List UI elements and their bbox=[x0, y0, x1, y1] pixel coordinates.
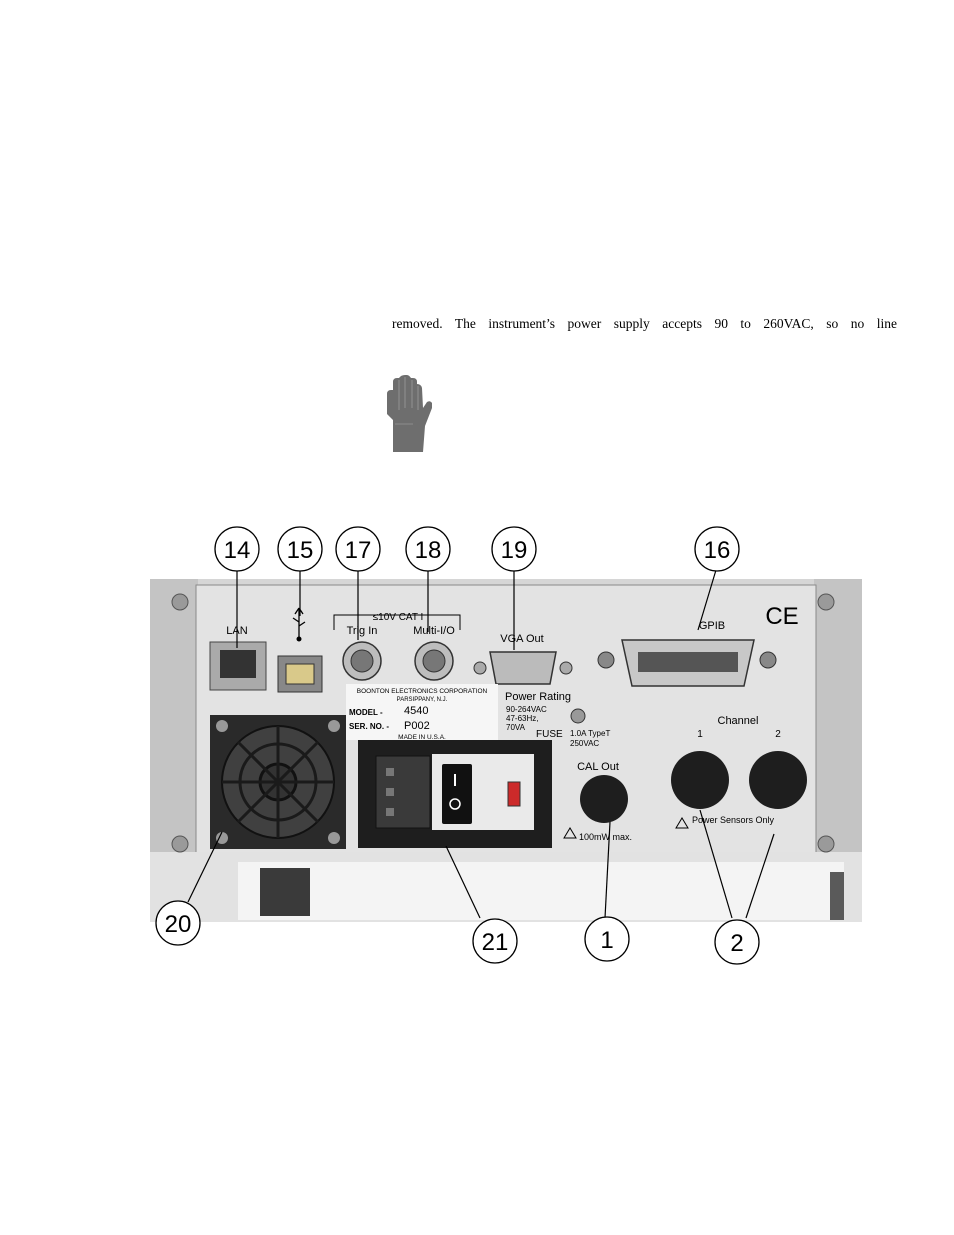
usb-port-socket bbox=[285, 663, 315, 685]
nameplate-serial-label: SER. NO. - bbox=[349, 722, 389, 731]
svg-text:2: 2 bbox=[730, 930, 743, 957]
channel-label: Channel bbox=[718, 715, 759, 727]
nameplate-company: BOONTON ELECTRONICS CORPORATION bbox=[357, 688, 488, 695]
trig-bracket bbox=[333, 614, 461, 630]
fuse-label: FUSE bbox=[536, 729, 563, 740]
ac-inlet-pin bbox=[386, 788, 394, 796]
power-switch-on-mark bbox=[454, 774, 456, 786]
channel-1-connector bbox=[671, 751, 729, 809]
fan-screw bbox=[328, 720, 340, 732]
cal-max-label: 100mW max. bbox=[579, 832, 632, 842]
power-sensors-only-label: Power Sensors Only bbox=[692, 815, 775, 825]
trig-warning-label: ≤10V CAT I bbox=[373, 612, 424, 623]
callout-17: 17 bbox=[335, 526, 381, 572]
nameplate-model-value: 4540 bbox=[404, 705, 428, 717]
fan-screw bbox=[216, 832, 228, 844]
channel-2-label: 2 bbox=[775, 729, 781, 740]
fuse-vac: 250VAC bbox=[570, 739, 599, 748]
callout-1: 1 bbox=[584, 916, 630, 962]
callout-14: 14 bbox=[214, 526, 260, 572]
gpib-screw bbox=[759, 651, 777, 669]
nameplate-city: PARSIPPANY, N.J. bbox=[397, 697, 448, 703]
svg-text:18: 18 bbox=[415, 537, 442, 564]
screw-icon bbox=[171, 593, 189, 611]
trig-in-label: Trig In bbox=[347, 625, 378, 637]
screw-icon bbox=[817, 593, 835, 611]
cal-out-connector bbox=[580, 775, 628, 823]
nameplate bbox=[346, 684, 498, 740]
callout-21: 21 bbox=[472, 918, 518, 964]
right-foot bbox=[830, 872, 844, 920]
callout-15: 15 bbox=[277, 526, 323, 572]
ac-inlet-pin bbox=[386, 768, 394, 776]
svg-text:19: 19 bbox=[501, 537, 528, 564]
power-rating-hz: 47-63Hz, bbox=[506, 714, 538, 723]
ac-inlet bbox=[375, 755, 431, 829]
lan-port-socket bbox=[220, 650, 256, 678]
svg-text:20: 20 bbox=[165, 911, 192, 938]
cal-out-label: CAL Out bbox=[577, 761, 619, 773]
fan-screw bbox=[216, 720, 228, 732]
hand-caution-icon bbox=[387, 375, 432, 452]
power-switch-off-mark bbox=[449, 798, 461, 810]
fan-screw bbox=[328, 832, 340, 844]
gpib-screw bbox=[597, 651, 615, 669]
ce-mark: CE bbox=[765, 603, 798, 630]
fuse-drawer bbox=[507, 781, 521, 807]
callout-19: 19 bbox=[491, 526, 537, 572]
rear-panel-figure: LAN ≤10V CAT I Trig In Multi-I/O VGA Out… bbox=[150, 526, 862, 965]
left-foot bbox=[260, 868, 310, 916]
vga-port bbox=[489, 651, 557, 685]
trig-in-connector-center bbox=[350, 649, 374, 673]
fuse-holder bbox=[570, 708, 586, 724]
channel-1-label: 1 bbox=[697, 729, 703, 740]
power-rating-label: Power Rating bbox=[505, 691, 571, 703]
right-handle bbox=[814, 579, 862, 854]
callout-2: 2 bbox=[714, 919, 760, 965]
channel-2-connector bbox=[749, 751, 807, 809]
warning-triangle-icon bbox=[675, 817, 689, 829]
nameplate-made-in: MADE IN U.S.A. bbox=[398, 734, 446, 741]
svg-text:15: 15 bbox=[287, 537, 314, 564]
gpib-port-pins bbox=[638, 652, 738, 672]
fan-grille-bars bbox=[222, 726, 334, 838]
usb-icon bbox=[292, 607, 306, 638]
nameplate-serial-value: P002 bbox=[404, 720, 430, 732]
screw-icon bbox=[817, 835, 835, 853]
nameplate-model-label: MODEL - bbox=[349, 708, 383, 717]
multi-io-connector-center bbox=[422, 649, 446, 673]
ac-inlet-pin bbox=[386, 808, 394, 816]
svg-text:21: 21 bbox=[482, 929, 509, 956]
fuse-rating: 1.0A TypeT bbox=[570, 729, 610, 738]
svg-text:16: 16 bbox=[704, 537, 731, 564]
svg-text:17: 17 bbox=[345, 537, 372, 564]
warning-triangle-icon bbox=[563, 827, 577, 839]
left-handle bbox=[150, 579, 198, 854]
callout-leaders bbox=[187, 569, 775, 919]
svg-text:1: 1 bbox=[600, 927, 613, 954]
usb-icon-dot bbox=[296, 636, 302, 642]
power-rating-va: 70VA bbox=[506, 723, 526, 732]
chassis-base bbox=[238, 862, 844, 920]
vga-screw bbox=[559, 661, 573, 675]
power-switch[interactable] bbox=[442, 764, 472, 824]
body-paragraph-line: removed. The instrument’s power supply a… bbox=[392, 316, 897, 331]
power-rating-vac: 90-264VAC bbox=[506, 705, 547, 714]
callout-18: 18 bbox=[405, 526, 451, 572]
vga-out-label: VGA Out bbox=[500, 633, 543, 645]
multi-io-label: Multi-I/O bbox=[413, 625, 455, 637]
gpib-label: GPIB bbox=[699, 620, 725, 632]
svg-text:14: 14 bbox=[224, 537, 251, 564]
screw-icon bbox=[171, 835, 189, 853]
callout-16: 16 bbox=[694, 526, 740, 572]
vga-screw bbox=[473, 661, 487, 675]
callout-20: 20 bbox=[155, 900, 201, 946]
